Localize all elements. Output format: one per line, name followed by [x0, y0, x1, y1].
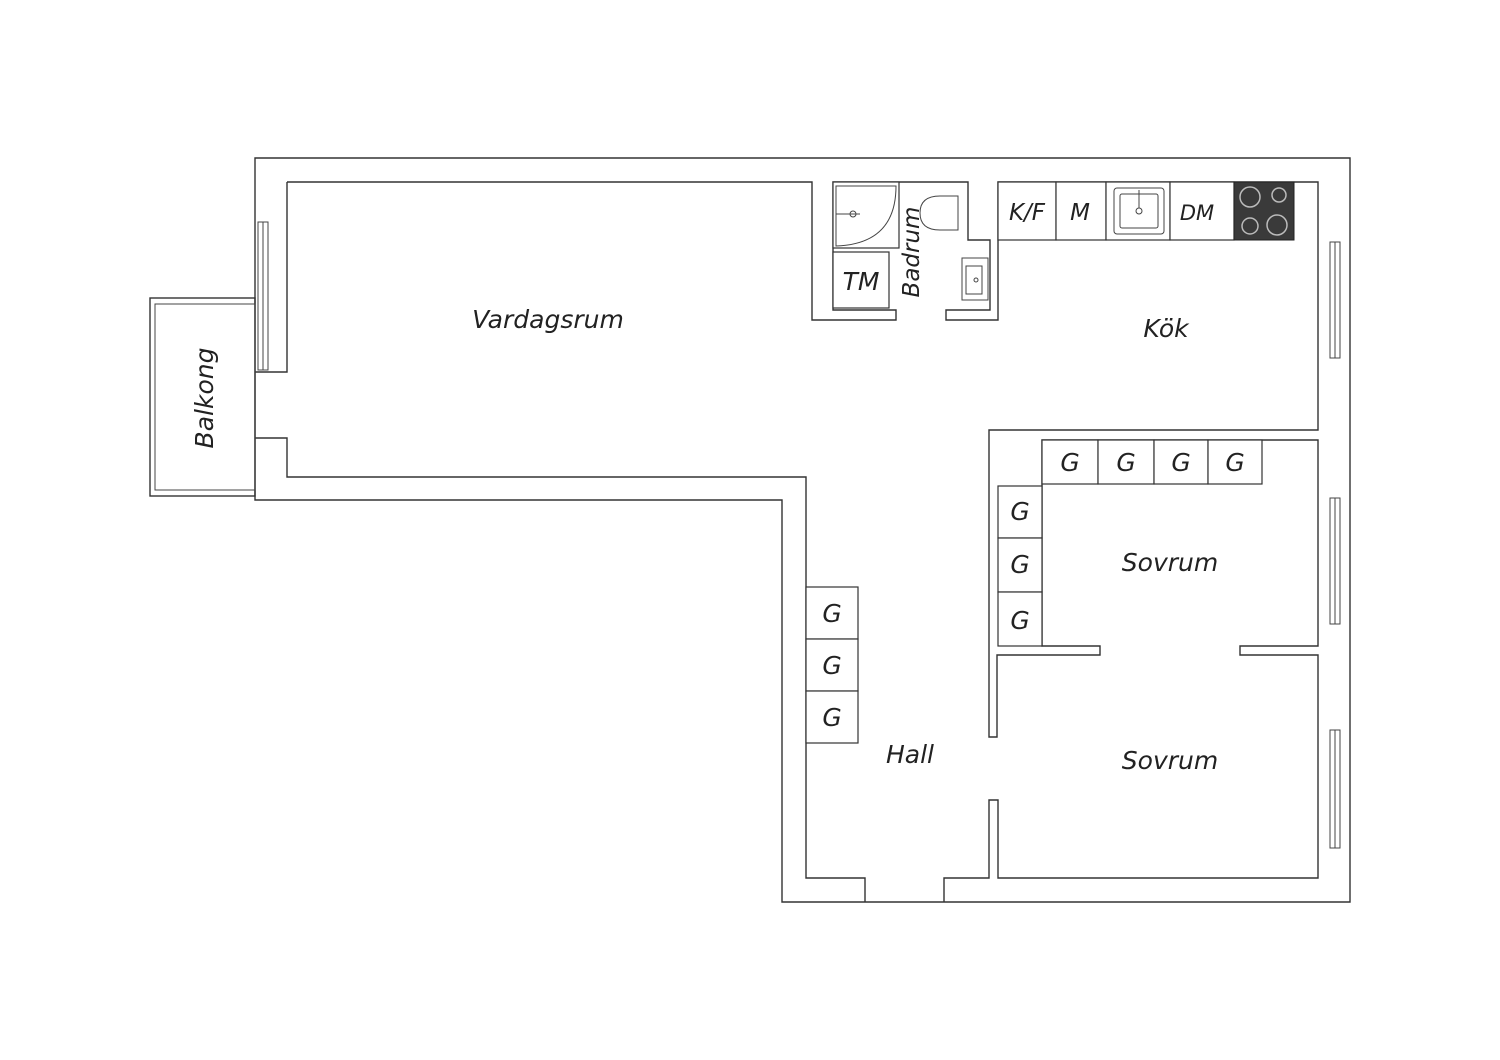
wardrobe-label: G	[1010, 497, 1029, 526]
wardrobe-label: G	[1010, 606, 1029, 635]
room-label-sovrum-top: Sovrum	[1122, 548, 1218, 577]
wardrobe-label: G	[1225, 448, 1244, 477]
window-bedroom-bottom	[1329, 729, 1341, 849]
room-label-hall: Hall	[886, 740, 934, 769]
exterior-wall	[254, 157, 1351, 903]
stove-burners-icon	[1239, 186, 1288, 236]
room-label-balkong: Balkong	[190, 348, 219, 449]
washing-machine-box	[832, 251, 890, 309]
wardrobe-label: G	[822, 599, 841, 628]
wardrobe-label: G	[822, 651, 841, 680]
wardrobe-label: G	[1116, 448, 1135, 477]
room-label-sovrum-bottom: Sovrum	[1122, 746, 1218, 775]
fixture-label-dm: DM	[1180, 201, 1214, 225]
kitchen-sink-icon	[1113, 187, 1165, 235]
window-bedroom-top	[1329, 497, 1341, 625]
room-label-kok: Kök	[1143, 314, 1190, 343]
wardrobe-label: G	[1060, 448, 1079, 477]
wardrobe-label: G	[822, 703, 841, 732]
fixture-label-kf: K/F	[1009, 200, 1046, 226]
interior-wall-left	[255, 182, 288, 373]
room-label-badrum: Badrum	[899, 207, 925, 298]
shower-icon	[832, 181, 900, 249]
wardrobe-label: G	[1010, 550, 1029, 579]
fixture-label-tm: TM	[843, 267, 880, 296]
wardrobes-bedroom-top	[1041, 439, 1263, 485]
balcony	[149, 297, 256, 497]
room-label-vardagsrum: Vardagsrum	[472, 305, 624, 334]
fixture-label-m: M	[1070, 200, 1090, 226]
wardrobe-label: G	[1171, 448, 1190, 477]
interior-wall-left-lower	[255, 437, 866, 902]
interior-wall-outline	[287, 181, 1319, 902]
window-kitchen	[1329, 241, 1341, 359]
kitchen-counter	[997, 181, 1295, 241]
sink-bathroom-icon	[961, 257, 989, 301]
wardrobes-bedroom-left	[997, 485, 1043, 647]
window-living-room	[257, 221, 269, 371]
wardrobes-hall	[805, 586, 859, 744]
toilet-icon	[919, 195, 959, 231]
